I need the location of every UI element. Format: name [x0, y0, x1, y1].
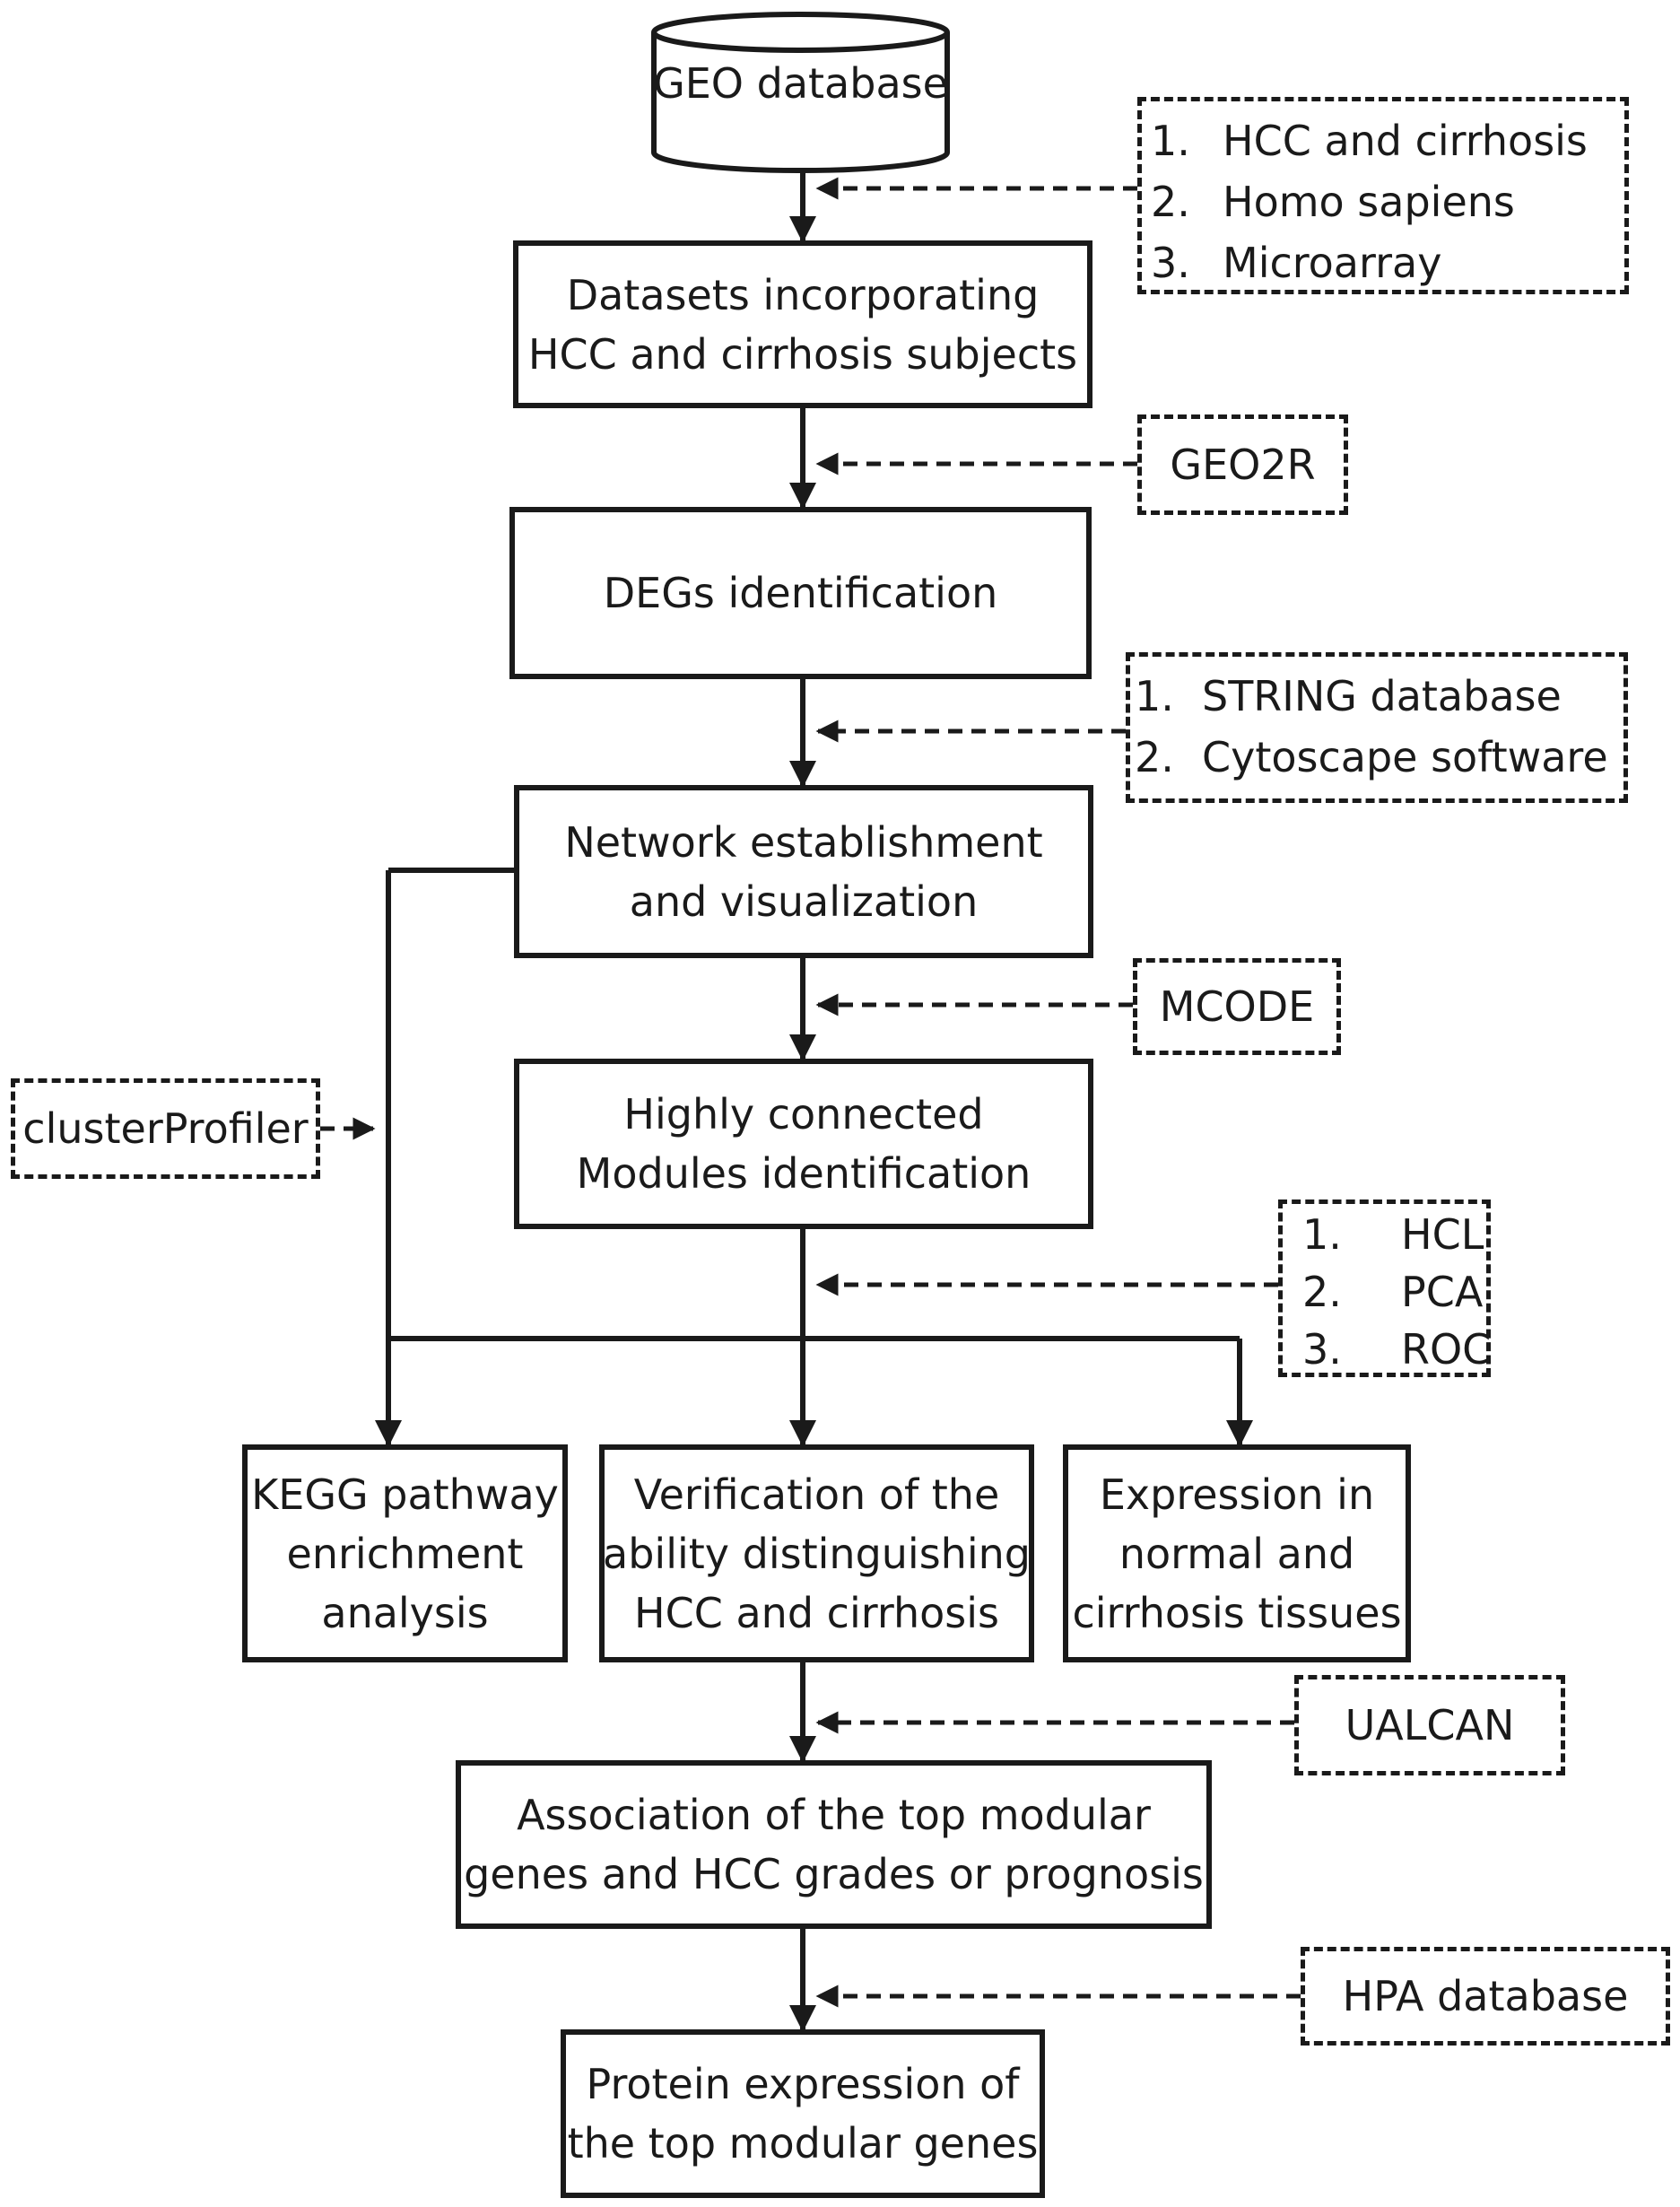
node-degs-identification: DEGs identification	[509, 507, 1092, 679]
node-geo-database: GEO database	[653, 59, 948, 108]
string-item: 1. STRING database	[1135, 666, 1623, 727]
node-network-establishment: Network establishment and visualization	[514, 785, 1093, 958]
criteria-item: 2. Homo sapiens	[1151, 171, 1624, 232]
node-modules-identification: Highly connected Modules identification	[514, 1059, 1093, 1229]
annotation-ualcan: UALCAN	[1294, 1675, 1565, 1775]
string-num: 2.	[1135, 733, 1174, 781]
methods-text: PCA	[1401, 1268, 1484, 1316]
string-num: 1.	[1135, 672, 1174, 720]
methods-num: 1.	[1302, 1210, 1342, 1259]
methods-num: 2.	[1302, 1268, 1342, 1316]
node-verification: Verification of the ability distinguishi…	[599, 1444, 1034, 1662]
node-verification-line-1: Verification of the	[633, 1470, 1000, 1519]
annotation-hpa: HPA database	[1301, 1947, 1670, 2046]
annotation-criteria: 1. HCC and cirrhosis 2. Homo sapiens 3. …	[1137, 97, 1629, 294]
criteria-num: 3.	[1151, 239, 1190, 287]
methods-text: ROC	[1401, 1325, 1492, 1374]
node-datasets: Datasets incorporating HCC and cirrhosis…	[513, 240, 1092, 408]
node-datasets-line-2: HCC and cirrhosis subjects	[527, 329, 1078, 379]
node-protein-line-2: the top modular genes	[567, 2119, 1039, 2168]
node-modules-line-2: Modules identification	[576, 1149, 1032, 1198]
node-expression-line-2: normal and	[1119, 1529, 1355, 1578]
node-protein-expression: Protein expression of the top modular ge…	[561, 2029, 1045, 2198]
criteria-text: Homo sapiens	[1223, 178, 1515, 226]
string-item: 2. Cytoscape software	[1135, 727, 1623, 788]
criteria-item: 3. Microarray	[1151, 232, 1624, 293]
node-protein-line-1: Protein expression of	[586, 2060, 1020, 2108]
node-association: Association of the top modular genes and…	[456, 1760, 1212, 1929]
node-kegg-line-1: KEGG pathway	[251, 1470, 559, 1519]
node-kegg-pathway: KEGG pathway enrichment analysis	[242, 1444, 568, 1662]
node-association-line-1: Association of the top modular	[517, 1791, 1151, 1839]
string-text: STRING database	[1202, 672, 1562, 720]
criteria-num: 2.	[1151, 178, 1190, 226]
node-verification-line-2: ability distinguishing	[603, 1529, 1031, 1578]
node-association-line-2: genes and HCC grades or prognosis	[464, 1850, 1204, 1898]
methods-item: 2. PCA	[1302, 1263, 1486, 1321]
node-kegg-line-3: analysis	[321, 1588, 489, 1637]
criteria-item: 1. HCC and cirrhosis	[1151, 110, 1624, 171]
methods-text: HCL	[1401, 1210, 1484, 1259]
node-network-line-1: Network establishment	[564, 817, 1043, 867]
string-text: Cytoscape software	[1202, 733, 1608, 781]
node-degs-line-1: DEGs identification	[603, 569, 998, 617]
methods-item: 1. HCL	[1302, 1206, 1486, 1263]
node-expression: Expression in normal and cirrhosis tissu…	[1063, 1444, 1411, 1662]
node-expression-line-3: cirrhosis tissues	[1072, 1588, 1402, 1637]
node-network-line-2: and visualization	[629, 877, 979, 926]
database-cylinder-icon	[651, 12, 950, 174]
criteria-num: 1.	[1151, 117, 1190, 165]
node-kegg-line-2: enrichment	[286, 1529, 524, 1578]
node-datasets-line-1: Datasets incorporating	[566, 270, 1040, 319]
node-verification-line-3: HCC and cirrhosis	[634, 1588, 999, 1637]
node-expression-line-1: Expression in	[1099, 1470, 1375, 1519]
criteria-text: HCC and cirrhosis	[1223, 117, 1588, 165]
annotation-methods: 1. HCL 2. PCA 3. ROC	[1278, 1199, 1491, 1377]
annotation-mcode: MCODE	[1133, 958, 1341, 1055]
annotation-clusterprofiler: clusterProfiler	[11, 1078, 320, 1179]
annotation-string-cytoscape: 1. STRING database 2. Cytoscape software	[1126, 652, 1628, 803]
annotation-geo2r: GEO2R	[1137, 414, 1348, 515]
methods-num: 3.	[1302, 1325, 1342, 1374]
methods-item: 3. ROC	[1302, 1321, 1491, 1378]
node-modules-line-1: Highly connected	[623, 1090, 984, 1138]
criteria-text: Microarray	[1223, 239, 1442, 287]
